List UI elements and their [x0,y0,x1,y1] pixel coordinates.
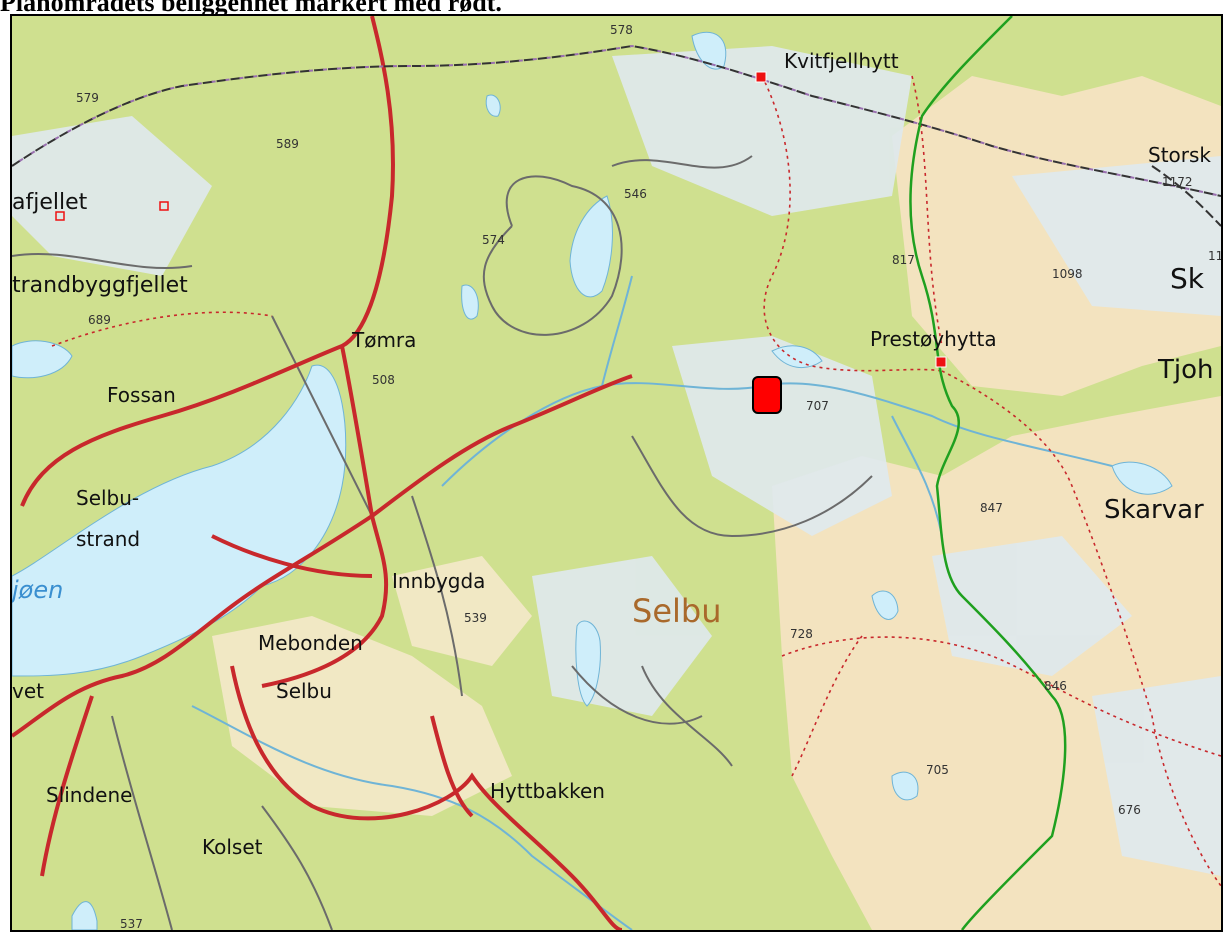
map-frame[interactable]: Kvitfjellhytt Storsk afjellet trandbyggf… [10,14,1223,932]
cabin-icon [159,201,169,211]
place-label-fossan: Fossan [107,383,176,407]
place-label-tjoh: Tjoh [1157,355,1214,385]
height-label: 846 [1044,679,1067,693]
map-caption: Planområdets beliggenhet markert med rød… [0,0,502,16]
height-label: 707 [806,399,829,413]
farmland-selbu [212,616,512,816]
topographic-map[interactable]: Kvitfjellhytt Storsk afjellet trandbyggf… [12,16,1221,930]
place-label-selbustrand-2: strand [76,527,140,551]
place-label-skarvan: Skarvar [1104,495,1204,525]
cabin-icon [55,211,65,221]
place-label-selbu-region: Selbu [632,592,721,630]
place-label-storsk: Storsk [1148,143,1211,167]
height-label: 539 [464,611,487,625]
lakes [12,31,1173,930]
height-label: 1098 [1052,267,1083,281]
road-selbu-west [12,514,374,738]
cabin-kvitfjellhytta-icon [755,71,767,83]
county-boundary [12,44,1221,197]
height-label: 537 [120,917,143,930]
height-label: 728 [790,627,813,641]
height-label: 508 [372,373,395,387]
place-label-vet: vet [12,679,44,703]
tracks [12,155,873,930]
height-label: 676 [1118,803,1141,817]
place-label-slindene: Slindene [46,783,132,807]
road-tomra [261,345,389,688]
height-label: 847 [980,501,1003,515]
place-label-sk: Sk [1170,262,1205,295]
height-label: 574 [482,233,505,247]
height-label: 546 [624,187,647,201]
place-label-selbustrand-1: Selbu- [76,486,139,510]
plan-area-marker[interactable] [752,376,782,414]
place-label-tomra: Tømra [351,328,416,352]
height-label: 579 [76,91,99,105]
place-label-hyttbakken: Hyttbakken [490,779,605,803]
place-label-mebonden: Mebonden [258,631,363,655]
height-label: 589 [276,137,299,151]
trails [51,75,1221,887]
height-label: 705 [926,763,949,777]
place-label-innbygda: Innbygda [392,569,485,593]
roads [12,16,633,930]
height-label: 689 [88,313,111,327]
green-boundary [909,16,1067,930]
place-label-prestoyhytta: Prestøyhytta [870,327,997,351]
height-label: 11 [1208,249,1221,263]
selbusjoen-lake [12,364,347,677]
place-label-sjoen: jøen [12,576,63,604]
height-label: 1172 [1162,175,1193,189]
place-label-hafjellet: afjellet [12,190,88,215]
marsh-areas [12,46,1221,876]
cabin-prestoyhytta-icon [935,356,947,368]
place-label-kvitfjellhytta: Kvitfjellhytt [784,49,899,73]
height-label: 817 [892,253,915,267]
place-label-selbu-town: Selbu [276,679,332,703]
place-label-strandbyggfjellet: trandbyggfjellet [12,273,188,298]
place-label-kolset: Kolset [202,835,263,859]
farmland-innbygda [392,556,532,666]
height-label: 578 [610,23,633,37]
